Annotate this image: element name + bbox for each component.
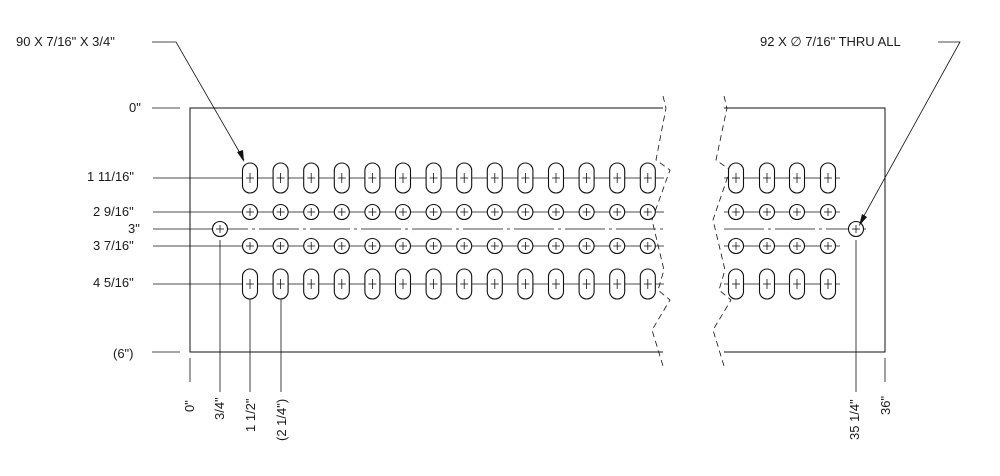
hole-lower-12 — [609, 237, 626, 255]
slot-bottom-right-2 — [788, 268, 806, 300]
slot-top-2 — [303, 162, 320, 194]
hole-lower-right-0 — [727, 237, 745, 255]
dim-y-0: 0" — [129, 100, 141, 115]
hole-lower-4 — [364, 237, 381, 255]
slot-top-3 — [333, 162, 350, 194]
hole-lower-2 — [303, 237, 320, 255]
slot-top-0 — [241, 162, 259, 194]
dim-x-36: 36" — [878, 396, 893, 415]
slot-bottom-6 — [425, 268, 442, 300]
slot-bottom-10 — [547, 268, 565, 300]
slot-top-right-1 — [758, 162, 776, 194]
dim-x-1-1-2: 1 1/2" — [243, 398, 258, 432]
hole-lower-8 — [486, 237, 503, 255]
slot-top-13 — [639, 162, 656, 194]
hole-upper-right-0 — [727, 203, 745, 221]
slot-top-6 — [425, 162, 442, 194]
slot-bottom-5 — [394, 268, 412, 300]
hole-lower-10 — [547, 237, 565, 255]
slot-top-right-3 — [819, 162, 837, 194]
slot-bottom-2 — [303, 268, 320, 300]
hole-upper-10 — [547, 203, 565, 221]
slot-top-right-2 — [788, 162, 806, 194]
leader-holes — [859, 41, 961, 226]
slot-bottom-7 — [456, 268, 473, 300]
slot-bottom-right-1 — [758, 268, 776, 300]
hole-upper-1 — [272, 203, 289, 221]
plate-outline — [189, 95, 886, 367]
hole-lower-3 — [333, 237, 350, 255]
hole-upper-2 — [303, 203, 320, 221]
dim-y-6: (6") — [113, 346, 134, 361]
hole-upper-8 — [486, 203, 503, 221]
hole-lower-13 — [639, 237, 656, 255]
hole-lower-9 — [517, 237, 534, 255]
dim-x-2-1-4: (2 1/4") — [274, 399, 289, 441]
hole-lower-5 — [394, 237, 412, 255]
hole-lower-0 — [241, 237, 259, 255]
end-hole-right — [847, 220, 865, 238]
hole-lower-1 — [272, 237, 289, 255]
slot-bottom-right-0 — [727, 268, 745, 300]
hole-upper-13 — [639, 203, 656, 221]
hole-upper-6 — [425, 203, 442, 221]
dim-x-35-1-4: 35 1/4" — [847, 399, 862, 440]
slot-bottom-13 — [639, 268, 656, 300]
hole-lower-right-1 — [758, 237, 776, 255]
end-hole-left — [211, 220, 229, 238]
hole-upper-11 — [578, 203, 595, 221]
hole-pattern — [211, 162, 865, 300]
hole-upper-right-1 — [758, 203, 776, 221]
dim-x-3-4: 3/4" — [212, 397, 227, 420]
slot-top-5 — [394, 162, 412, 194]
hole-lower-11 — [578, 237, 595, 255]
slot-bottom-4 — [364, 268, 381, 300]
dim-y-2-9-16: 2 9/16" — [93, 204, 134, 219]
slot-bottom-12 — [609, 268, 626, 300]
leader-slots — [152, 41, 245, 162]
slot-bottom-11 — [578, 268, 595, 300]
slot-top-7 — [456, 162, 473, 194]
dim-y-3: 3" — [128, 221, 140, 236]
hole-upper-right-3 — [819, 203, 837, 221]
slot-top-12 — [609, 162, 626, 194]
slot-bottom-1 — [272, 268, 289, 300]
slot-bottom-right-3 — [819, 268, 837, 300]
hole-lower-right-3 — [819, 237, 837, 255]
slot-top-1 — [272, 162, 289, 194]
slot-callout: 90 X 7/16" X 3/4" — [16, 34, 115, 49]
break-line-right — [712, 95, 732, 367]
slot-bottom-9 — [517, 268, 534, 300]
break-line-left — [651, 95, 671, 367]
slot-bottom-0 — [241, 268, 259, 300]
hole-lower-7 — [456, 237, 473, 255]
hole-upper-7 — [456, 203, 473, 221]
hole-lower-6 — [425, 237, 442, 255]
hole-upper-3 — [333, 203, 350, 221]
slot-top-11 — [578, 162, 595, 194]
hole-upper-0 — [241, 203, 259, 221]
hole-upper-5 — [394, 203, 412, 221]
hole-lower-right-2 — [788, 237, 806, 255]
slot-top-10 — [547, 162, 565, 194]
dim-y-1-11-16: 1 11/16" — [87, 169, 134, 184]
hole-upper-9 — [517, 203, 534, 221]
slot-top-8 — [486, 162, 503, 194]
dim-y-4-5-16: 4 5/16" — [93, 275, 134, 290]
hole-callout: 92 X ∅ 7/16" THRU ALL — [760, 34, 901, 49]
slot-top-right-0 — [727, 162, 745, 194]
dim-y-3-7-16: 3 7/16" — [93, 238, 134, 253]
slot-bottom-3 — [333, 268, 350, 300]
slot-top-9 — [517, 162, 534, 194]
slot-bottom-8 — [486, 268, 503, 300]
hole-upper-right-2 — [788, 203, 806, 221]
slot-top-4 — [364, 162, 381, 194]
hole-upper-12 — [609, 203, 626, 221]
hole-upper-4 — [364, 203, 381, 221]
dim-x-0: 0" — [182, 400, 197, 412]
